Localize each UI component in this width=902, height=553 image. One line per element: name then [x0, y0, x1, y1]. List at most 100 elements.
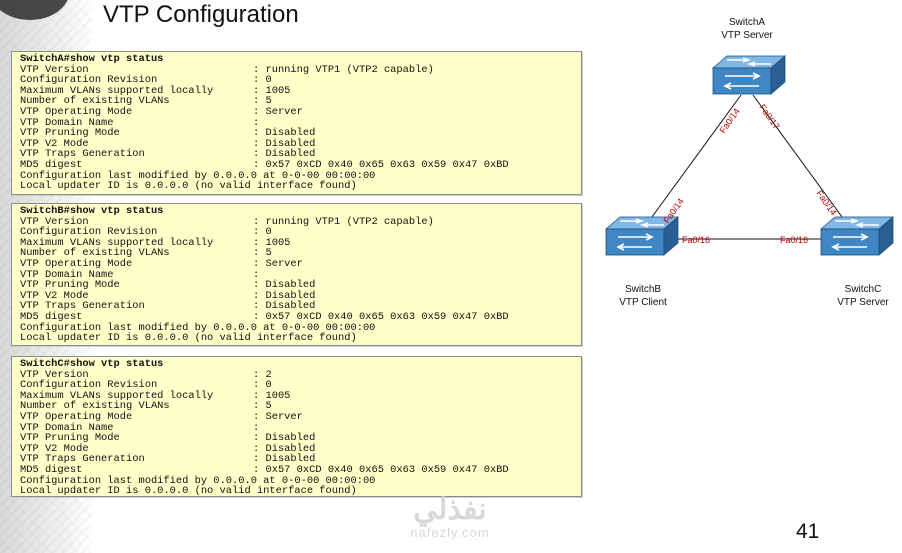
status-row: VTP V2 Mode: Disabled [20, 442, 581, 455]
last-modified-line: Configuration last modified by 0.0.0.0 a… [20, 474, 376, 487]
status-row: VTP Operating Mode : Server [20, 259, 581, 270]
topology-canvas: Fa0/14 Fa0/14 Fa0/17 Fa0/14 Fa0/16 Fa0/1… [605, 55, 894, 256]
status-value: : 0x57 0xCD 0x40 0x65 0x63 0x59 0x47 0xB… [253, 158, 509, 171]
status-key: VTP V2 Mode [20, 137, 89, 150]
console-prompt: SwitchA#show vtp status [20, 53, 164, 65]
status-value: : Server [253, 257, 303, 270]
status-value: : Server [253, 105, 303, 118]
status-row: VTP Operating Mode : Server [20, 412, 581, 423]
status-key: VTP Domain Name [20, 421, 114, 434]
port-label-b-to-c: Fa0/16 [682, 235, 710, 245]
switch-c-label: SwitchC VTP Server [823, 283, 902, 309]
status-key: Number of existing VLANs [20, 95, 170, 108]
console-prompt: SwitchB#show vtp status [20, 205, 164, 217]
status-row: VTP Version : 2 [20, 368, 581, 381]
status-value: : [253, 116, 260, 129]
status-row: VTP Pruning Mode : Disabled [20, 433, 581, 444]
status-key: Number of existing VLANs [20, 400, 170, 413]
status-key: VTP Pruning Mode [20, 279, 120, 292]
status-value: : [253, 268, 260, 281]
status-row: VTP Version : running VTP1 (VTP2 capable) [20, 63, 581, 76]
watermark-arabic: نفذلي [413, 493, 487, 526]
status-row: Number of existing VLANs : 5 [20, 401, 581, 412]
status-row: Configuration Revision: 0 [20, 380, 581, 391]
status-value: : Disabled [253, 289, 316, 302]
status-key: MD5 digest [20, 158, 83, 171]
status-row: VTP V2 Mode : Disabled [20, 289, 581, 302]
status-value: : [253, 421, 260, 434]
status-row: VTP Traps Generation : Disabled [20, 301, 581, 312]
status-value: : 0 [253, 379, 272, 392]
status-row: VTP Traps Generation: Disabled [20, 149, 581, 160]
switch-b-label: SwitchB VTP Client [603, 283, 683, 309]
status-row: Number of existing VLANs: 5 [20, 96, 581, 107]
status-key: VTP Traps Generation [20, 300, 145, 313]
status-key: VTP Pruning Mode [20, 127, 120, 140]
status-value: : 0 [253, 74, 272, 87]
status-key: VTP Version [20, 63, 89, 76]
local-updater-line: Local updater ID is 0.0.0.0 (no valid in… [20, 485, 357, 497]
status-key: VTP Version [20, 368, 89, 381]
console-output-switch-b: SwitchB#show vtp status VTP Version : run… [11, 203, 582, 346]
status-key: Maximum VLANs supported locally [20, 389, 214, 402]
console-output-switch-a: SwitchA#show vtp status VTP Version : run… [11, 51, 582, 195]
status-key: VTP Traps Generation [20, 148, 145, 161]
status-row: Maximum VLANs supported locally: 1005 [20, 236, 581, 249]
status-value: : 0x57 0xCD 0x40 0x65 0x63 0x59 0x47 0xB… [253, 310, 509, 323]
port-label-a-to-c: Fa0/17 [757, 102, 781, 131]
slide-title: VTP Configuration [103, 1, 299, 28]
status-value: : Server [253, 410, 303, 423]
status-row: Maximum VLANs supported locally : 1005 [20, 389, 581, 402]
status-row: VTP Domain Name: [20, 116, 581, 129]
status-row: VTP V2 Mode : Disabled [20, 137, 581, 150]
status-rows: VTP Version : running VTP1 (VTP2 capable)… [20, 63, 581, 171]
status-key: MD5 digest [20, 310, 83, 323]
status-value: : Disabled [253, 279, 316, 292]
status-row: VTP Pruning Mode : Disabled [20, 280, 581, 291]
status-value: : 0 [253, 226, 272, 239]
link-a-c [752, 94, 854, 233]
status-key: VTP Pruning Mode [20, 432, 120, 445]
port-label-c-to-b: Fa0/16 [780, 235, 808, 245]
status-key: MD5 digest [20, 463, 83, 476]
switch-a-name: SwitchA [728, 17, 766, 28]
status-key: VTP Operating Mode [20, 257, 133, 270]
watermark-logo: نفذلي nafezly.com [395, 495, 505, 541]
status-value: : Disabled [253, 300, 316, 313]
switch-b-role: VTP Client [619, 297, 667, 308]
status-row: VTP Version : running VTP1 (VTP2 capable) [20, 215, 581, 228]
status-key: VTP Operating Mode [20, 410, 133, 423]
status-value: : Disabled [253, 432, 316, 445]
switch-b-name: SwitchB [624, 284, 662, 295]
status-key: VTP Domain Name [20, 116, 114, 129]
console-prompt: SwitchC#show vtp status [20, 358, 164, 370]
status-key: Number of existing VLANs [20, 247, 170, 260]
status-value: : 2 [253, 368, 272, 381]
status-key: VTP Domain Name [20, 268, 114, 281]
status-value: : 1005 [253, 389, 291, 402]
switch-c-name: SwitchC [844, 284, 882, 295]
status-row: VTP Traps Generation : Disabled [20, 454, 581, 465]
status-key: VTP Version [20, 215, 89, 228]
status-row: Configuration Revision: 0 [20, 75, 581, 86]
status-value: : Disabled [253, 137, 316, 150]
status-key: Maximum VLANs supported locally [20, 236, 214, 249]
switch-c-icon [820, 216, 894, 256]
last-modified-line: Configuration last modified by 0.0.0.0 a… [20, 321, 376, 334]
status-key: VTP Traps Generation [20, 453, 145, 466]
status-row: VTP Pruning Mode: Disabled [20, 128, 581, 139]
local-updater-line: Local updater ID is 0.0.0.0 (no valid in… [20, 180, 357, 193]
status-key: VTP V2 Mode [20, 289, 89, 302]
port-label-a-to-b: Fa0/14 [717, 106, 741, 135]
status-value: : Disabled [253, 453, 316, 466]
status-value: : running VTP1 (VTP2 capable) [253, 63, 434, 76]
status-value: : 5 [253, 400, 272, 413]
network-topology: Fa0/14 Fa0/14 Fa0/17 Fa0/14 Fa0/16 Fa0/1… [595, 0, 902, 330]
status-row: Maximum VLANs supported locally: 1005 [20, 85, 581, 97]
status-row: VTP Operating Mode: Server [20, 107, 581, 118]
port-label-c-to-a: Fa0/14 [814, 188, 838, 217]
status-row: Number of existing VLANs: 5 [20, 248, 581, 259]
status-key: VTP V2 Mode [20, 442, 89, 455]
status-value: : running VTP1 (VTP2 capable) [253, 215, 434, 228]
